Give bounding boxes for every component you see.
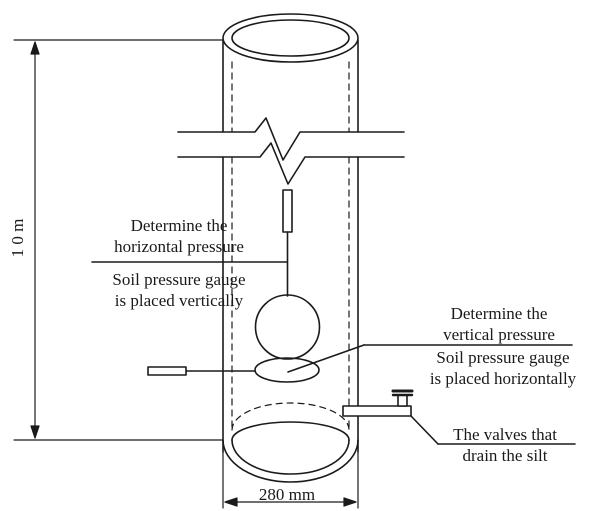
horizontal-gauge-disc: [254, 357, 320, 383]
tube-top-rim: [222, 13, 359, 63]
tube-top-rim-inner: [231, 19, 350, 57]
tube-bottom-front-edge: [231, 421, 350, 441]
height-dimension-label: 1 0 m: [8, 218, 28, 258]
tube-bottom-back-dashed: [231, 402, 350, 431]
drain-valve: [342, 389, 576, 445]
label-drain-valves: The valves that drain the silt: [453, 425, 557, 465]
break-mark: [177, 117, 405, 185]
diameter-dimension-label: 280 mm: [258, 485, 316, 504]
vertical-gauge-body: [282, 189, 293, 233]
horizontal-gauge-connector: [147, 366, 187, 376]
width-dimension: [222, 451, 359, 509]
vertical-gauge-disc: [254, 294, 321, 360]
tube-bottom-inner: [231, 439, 350, 475]
leader-vertical-pressure: [287, 344, 365, 373]
label-horizontal-pressure: Determine the horizontal pressure: [114, 216, 244, 256]
tube-bottom-outer: [222, 439, 359, 483]
label-vertical-pressure: Determine the vertical pressure: [443, 304, 555, 344]
tube-inner-dashed-walls: [231, 61, 350, 431]
label-gauge-horizontal: Soil pressure gauge is placed horizontal…: [429, 348, 577, 388]
label-gauge-vertical: Soil pressure gauge is placed vertically: [112, 270, 246, 310]
height-dimension: [13, 39, 224, 441]
